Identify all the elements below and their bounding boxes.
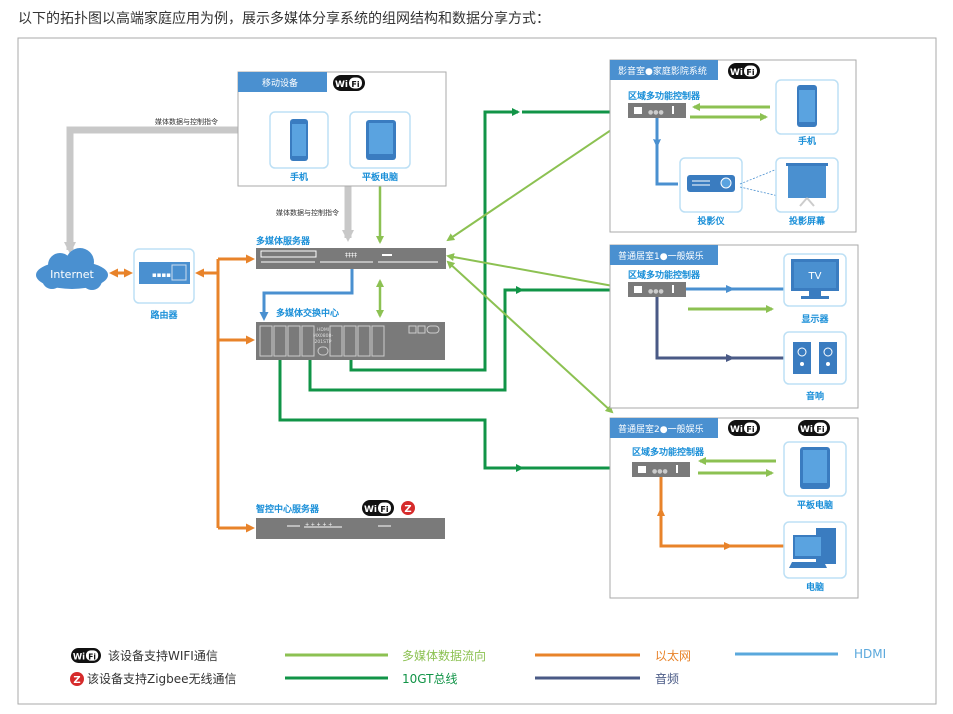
- smart-server-label: 智控中心服务器: [256, 503, 320, 515]
- server-room2-flow: [446, 253, 626, 291]
- zigbee-letter: Z: [404, 504, 411, 515]
- wifi-icon: [362, 500, 394, 516]
- zigbee-icon: Z: [401, 501, 415, 515]
- device-label: 电脑: [806, 581, 824, 593]
- svg-text:●●●: ●●●: [648, 288, 664, 295]
- smart-server-device: + + + + +: [256, 518, 445, 539]
- mobile-phone-label: 手机: [290, 171, 308, 183]
- switch-model-line: HDMI: [317, 327, 329, 333]
- controller-label: 区域多功能控制器: [632, 446, 705, 458]
- router-label: 路由器: [150, 309, 178, 321]
- controller-label: 区域多功能控制器: [628, 269, 701, 281]
- router-device: ▪▪▪▪ 路由器: [133, 248, 195, 321]
- controller-device: ●●●: [628, 103, 686, 118]
- desktop-pc-icon: [789, 528, 836, 568]
- mobile-devices-group: 移动设备 手机 平板电脑: [237, 71, 447, 187]
- switch-model-line: 201STP: [315, 339, 332, 345]
- legend-10gt: 10GT总线: [402, 672, 457, 686]
- media-server-device: ‡‡‡‡: [256, 248, 446, 269]
- room-2-panel: 普通居室1●一般娱乐 区域多功能控制器 ●●● TV 显示器 音响: [609, 244, 859, 409]
- controller-device: ●●●: [632, 462, 690, 477]
- tv-text: TV: [808, 271, 822, 282]
- svg-text:●●●: ●●●: [648, 109, 664, 116]
- switch-model-line: MX0808-: [313, 333, 333, 339]
- wifi-icon: [798, 420, 830, 436]
- projector-icon: [687, 175, 735, 192]
- device-label: 显示器: [801, 314, 829, 325]
- legend-zigbee: 该设备支持Zigbee无线通信: [87, 671, 237, 686]
- media-ctrl-label-2: 媒体数据与控制指令: [276, 208, 339, 217]
- device-label: 投影屏幕: [789, 215, 826, 227]
- wifi-icon: [728, 420, 760, 436]
- zigbee-icon: Z: [70, 672, 84, 686]
- intro-text: 以下的拓扑图以高端家庭应用为例，展示多媒体分享系统的组网结构和数据分享方式：: [18, 10, 550, 27]
- speaker-icon: [793, 342, 837, 374]
- bus-10gt-room3: [278, 360, 524, 472]
- media-switch-label: 多媒体交换中心: [276, 307, 339, 319]
- device-label: 平板电脑: [797, 499, 833, 511]
- mobile-title: 移动设备: [262, 77, 298, 89]
- legend-hdmi: HDMI: [854, 647, 886, 661]
- media-ctrl-flow-to-internet: [64, 126, 238, 254]
- media-ctrl-label-1: 媒体数据与控制指令: [155, 117, 218, 126]
- svg-text:●●●: ●●●: [652, 468, 668, 475]
- svg-text:+ + + + +: + + + + +: [305, 522, 332, 528]
- wifi-icon: [333, 75, 365, 91]
- legend-audio: 音频: [655, 671, 679, 686]
- legend-media-flow: 多媒体数据流向: [402, 648, 486, 663]
- room-3-panel: 普通居室2●一般娱乐 区域多功能控制器 ●●● 平板电脑 电脑: [609, 417, 859, 599]
- room-title: 普通居室1●一般娱乐: [618, 250, 704, 262]
- device-label: 投影仪: [697, 215, 725, 227]
- legend: 该设备支持WIFI通信 Z 该设备支持Zigbee无线通信 多媒体数据流向 10…: [70, 647, 886, 686]
- legend-wifi: 该设备支持WIFI通信: [108, 648, 218, 663]
- room-title: 普通居室2●一般娱乐: [618, 423, 704, 435]
- controller-device: ●●●: [628, 282, 686, 297]
- internet-cloud: Internet: [36, 248, 108, 290]
- legend-ethernet: 以太网: [655, 648, 691, 663]
- hdmi-server-to-switch: [259, 269, 354, 321]
- device-label: 手机: [798, 135, 816, 147]
- mobile-tablet-label: 平板电脑: [362, 171, 398, 183]
- internet-label: Internet: [50, 268, 94, 281]
- server-room1-flow: [446, 122, 622, 242]
- tv-icon: TV: [791, 259, 839, 299]
- wifi-icon: [728, 63, 760, 79]
- svg-text:‡‡‡‡: ‡‡‡‡: [345, 252, 357, 259]
- projection-screen-icon: [786, 163, 828, 207]
- tablet-icon: [800, 447, 830, 489]
- tablet-icon: [366, 120, 396, 160]
- phone-icon: [797, 85, 817, 127]
- wifi-icon: [71, 648, 101, 663]
- room-1-panel: 影音室●家庭影院系统 区域多功能控制器 ●●● 手机 投影仪 投影屏幕: [609, 59, 857, 233]
- media-switch-device: HDMI MX0808- 201STP: [256, 322, 445, 360]
- controller-label: 区域多功能控制器: [628, 90, 701, 102]
- svg-text:▪▪▪▪: ▪▪▪▪: [152, 271, 171, 279]
- media-server-label: 多媒体服务器: [256, 235, 311, 247]
- ethernet-to-pc: [659, 477, 784, 548]
- phone-icon: [290, 119, 308, 161]
- audio-to-speaker: [655, 297, 784, 360]
- svg-text:Z: Z: [73, 675, 80, 686]
- server-room3-flow: [446, 260, 614, 414]
- device-label: 音响: [806, 390, 824, 402]
- diagram-frame: [17, 37, 937, 705]
- room-title: 影音室●家庭影院系统: [618, 65, 707, 77]
